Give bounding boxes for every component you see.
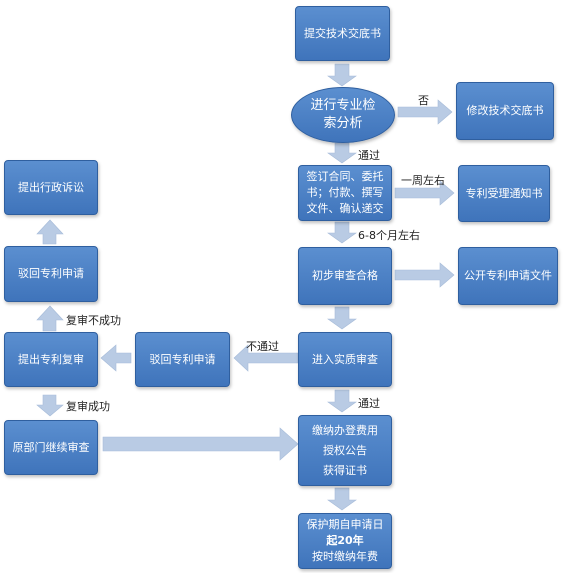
arrow-fees-to-protect bbox=[327, 487, 357, 511]
fees-line2: 授权公告 bbox=[323, 443, 367, 457]
preliminary-exam-box: 初步审查合格 bbox=[298, 247, 392, 305]
substantive-exam-label: 进入实质审查 bbox=[312, 352, 378, 366]
arrow-reject-left-to-lawsuit bbox=[36, 219, 64, 245]
preliminary-exam-label: 初步审查合格 bbox=[312, 269, 378, 282]
arrow-prelim-to-publish bbox=[394, 262, 455, 288]
protection-line2: 起20年 bbox=[326, 534, 364, 547]
fees-grant-box: 缴纳办登费用 授权公告 获得证书 bbox=[298, 415, 392, 486]
label-one-week: 一周左右 bbox=[401, 174, 445, 187]
arrow-sign-to-notice bbox=[394, 180, 455, 206]
sign-contract-box: 签订合同、委托 书；付款、撰写 文件、确认递交 bbox=[298, 165, 392, 221]
arrow-subst-to-reject bbox=[233, 344, 299, 372]
continue-exam-box: 原部门继续审查 bbox=[4, 420, 98, 475]
modify-disclosure-label: 修改技术交底书 bbox=[466, 104, 544, 117]
fees-line3: 获得证书 bbox=[323, 463, 367, 477]
substantive-exam-box: 进入实质审查 bbox=[298, 332, 392, 387]
protection-period-box: 保护期自申请日 起20年 按时缴纳年费 bbox=[298, 513, 392, 569]
arrow-sign-to-prelim bbox=[327, 221, 357, 244]
sign-contract-line1: 签订合同、委托 bbox=[306, 170, 384, 183]
label-not-pass: 不通过 bbox=[246, 340, 279, 353]
reject-application-label: 驳回专利申请 bbox=[149, 352, 216, 366]
reject-application-box: 驳回专利申请 bbox=[135, 332, 230, 387]
arrow-search-to-sign bbox=[327, 142, 357, 164]
arrow-reject-to-review bbox=[100, 344, 132, 372]
fees-line1: 缴纳办登费用 bbox=[312, 423, 378, 437]
reject-application-left-box: 驳回专利申请 bbox=[4, 246, 98, 302]
acceptance-notice-label: 专利受理通知书 bbox=[465, 186, 543, 200]
reject-application-left-label: 驳回专利申请 bbox=[18, 267, 84, 280]
search-analysis-line1: 进行专业检 bbox=[310, 98, 376, 113]
label-review-fail: 复审不成功 bbox=[66, 314, 121, 327]
search-analysis-line2: 索分析 bbox=[323, 116, 363, 131]
sign-contract-line3: 文件、确认递交 bbox=[306, 202, 384, 215]
label-pass-1: 通过 bbox=[358, 149, 380, 162]
label-pass-2: 通过 bbox=[358, 397, 380, 410]
modify-disclosure-box: 修改技术交底书 bbox=[456, 82, 554, 140]
sign-contract-line2: 书；付款、撰写 bbox=[306, 186, 384, 199]
arrow-review-to-continue bbox=[36, 394, 64, 417]
label-six-eight-months: 6-8个月左右 bbox=[358, 229, 420, 242]
arrow-prelim-to-subst bbox=[327, 306, 357, 330]
publish-application-box: 公开专利申请文件 bbox=[458, 247, 558, 305]
protection-line3: 按时缴纳年费 bbox=[312, 550, 378, 563]
arrow-subst-to-fees bbox=[327, 389, 357, 413]
administrative-lawsuit-box: 提出行政诉讼 bbox=[4, 160, 98, 215]
administrative-lawsuit-label: 提出行政诉讼 bbox=[18, 180, 84, 194]
submit-disclosure-box: 提交技术交底书 bbox=[295, 6, 390, 61]
publish-application-label: 公开专利申请文件 bbox=[464, 269, 552, 282]
request-review-label: 提出专利复审 bbox=[18, 352, 84, 366]
acceptance-notice-box: 专利受理通知书 bbox=[458, 165, 550, 222]
label-review-success: 复审成功 bbox=[66, 400, 110, 413]
request-review-box: 提出专利复审 bbox=[4, 332, 98, 387]
submit-disclosure-label: 提交技术交底书 bbox=[304, 26, 381, 40]
arrow-review-to-reject-left bbox=[36, 305, 64, 332]
arrow-continue-to-fees bbox=[102, 427, 299, 461]
arrow-search-to-modify bbox=[397, 99, 453, 125]
label-no: 否 bbox=[418, 94, 429, 107]
arrow-submit-to-search bbox=[327, 63, 357, 87]
protection-line1: 保护期自申请日 bbox=[306, 518, 384, 531]
continue-exam-label: 原部门继续审查 bbox=[12, 440, 90, 454]
search-analysis-ellipse: 进行专业检 索分析 bbox=[291, 87, 395, 143]
